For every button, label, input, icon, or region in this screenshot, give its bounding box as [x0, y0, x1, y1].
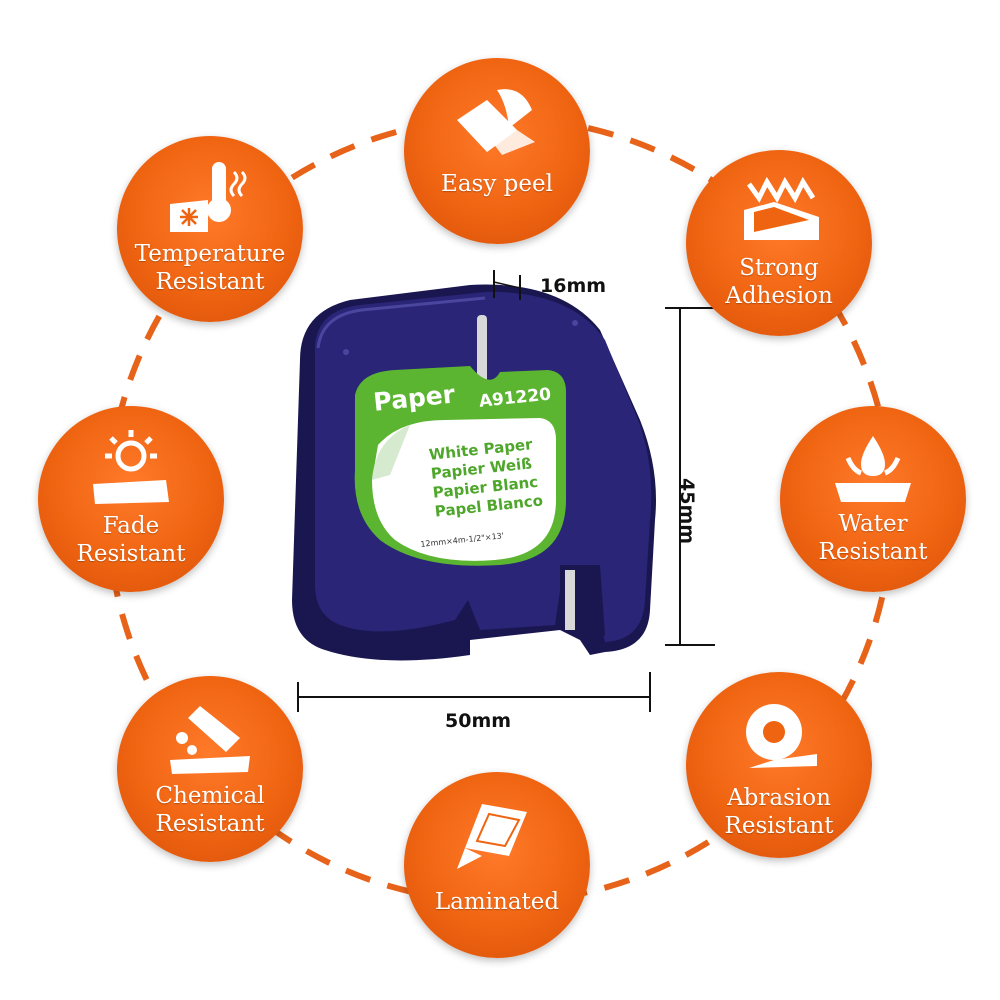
water-splash-icon	[835, 436, 911, 502]
badge-label: Strong	[739, 255, 819, 281]
badge-label: Adhesion	[725, 283, 833, 309]
badge-label: Chemical	[155, 783, 265, 809]
badge-label: Laminated	[434, 889, 560, 915]
width-dimension-label: 50mm	[445, 710, 512, 732]
badge-label: Resistant	[724, 813, 834, 839]
thermometer-icon	[170, 162, 247, 232]
laminated-sheet-icon	[457, 804, 527, 869]
badge-label: Fade	[102, 513, 160, 539]
peel-icon	[457, 89, 535, 155]
test-tube-icon	[170, 706, 250, 774]
water-resistant-badge: Water Resistant	[780, 406, 966, 592]
height-dimension-label: 45mm	[676, 478, 698, 545]
fade-resistant-badge: Fade Resistant	[38, 406, 224, 592]
badge-label: Resistant	[155, 269, 265, 295]
abrasion-resistant-badge: Abrasion Resistant	[686, 672, 872, 858]
tape-roll-icon	[746, 704, 817, 768]
temperature-resistant-badge: Temperature Resistant	[117, 136, 303, 322]
badge-label: Resistant	[818, 539, 928, 565]
adhesion-icon	[744, 176, 819, 240]
badge-label: Resistant	[76, 541, 186, 567]
sun-icon	[93, 430, 169, 504]
chemical-resistant-badge: Chemical Resistant	[117, 676, 303, 862]
badge-label: Temperature	[134, 241, 286, 267]
badge-label: Easy peel	[441, 171, 553, 197]
strong-adhesion-badge: Strong Adhesion	[686, 150, 872, 336]
badge-label: Resistant	[155, 811, 265, 837]
easy-peel-badge: Easy peel	[404, 58, 590, 244]
depth-dimension-label: 16mm	[540, 275, 607, 297]
badge-label: Abrasion	[727, 785, 831, 811]
laminated-badge: Laminated	[404, 772, 590, 958]
badge-label: Water	[838, 511, 908, 537]
